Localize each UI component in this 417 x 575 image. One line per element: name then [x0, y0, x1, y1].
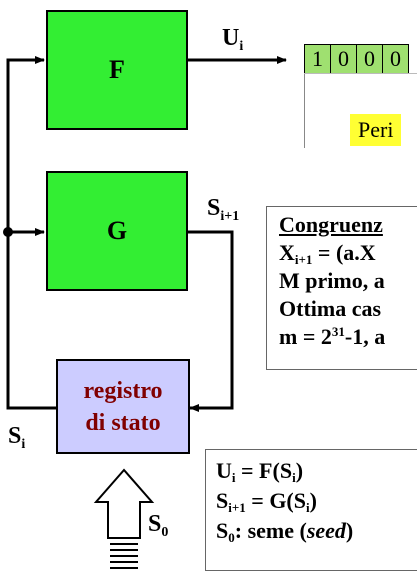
- period-label: Peri: [350, 114, 402, 146]
- register-line1: registro: [83, 377, 163, 404]
- f-block: F: [46, 10, 188, 130]
- state-register: registro di stato: [56, 359, 190, 454]
- si1-label: Si+1: [207, 195, 240, 224]
- congruence-line4: Ottima cas: [279, 296, 382, 321]
- seed-arrow: [93, 468, 155, 539]
- bit-cell: 0: [382, 44, 409, 74]
- congruence-panel: Congruenz Xi+1 = (a.X M primo, a Ottima …: [266, 206, 417, 370]
- equation-ui: Ui = F(Si): [216, 458, 304, 485]
- junction-dot: [3, 227, 13, 237]
- s0-label: S0: [148, 511, 169, 540]
- bit-cell: 0: [330, 44, 357, 74]
- equation-s0: S0: seme (seed): [216, 518, 354, 545]
- congruence-line5: m = 231-1, a: [279, 324, 386, 349]
- bit-cell: 0: [356, 44, 383, 74]
- register-line2: di stato: [85, 409, 161, 436]
- si1-arrow: [188, 230, 234, 412]
- equation-si1: Si+1 = G(Si): [216, 488, 317, 515]
- congruence-formula: Xi+1 = (a.X: [279, 240, 376, 267]
- equations-panel: Ui = F(Si) Si+1 = G(Si) S0: seme (seed): [205, 449, 417, 571]
- congruence-title: Congruenz: [279, 212, 383, 237]
- f-label: F: [109, 55, 125, 84]
- bit-sequence: 1 0 0 0: [304, 44, 409, 74]
- ui-label: Ui: [222, 25, 244, 54]
- bit-cell: 1: [304, 44, 331, 74]
- g-block: G: [46, 171, 188, 291]
- sequence-frame-top: [304, 73, 417, 74]
- si-label: Si: [8, 423, 26, 452]
- congruence-line3: M primo, a: [279, 268, 385, 293]
- g-label: G: [106, 216, 128, 245]
- sequence-frame-left: [304, 73, 305, 148]
